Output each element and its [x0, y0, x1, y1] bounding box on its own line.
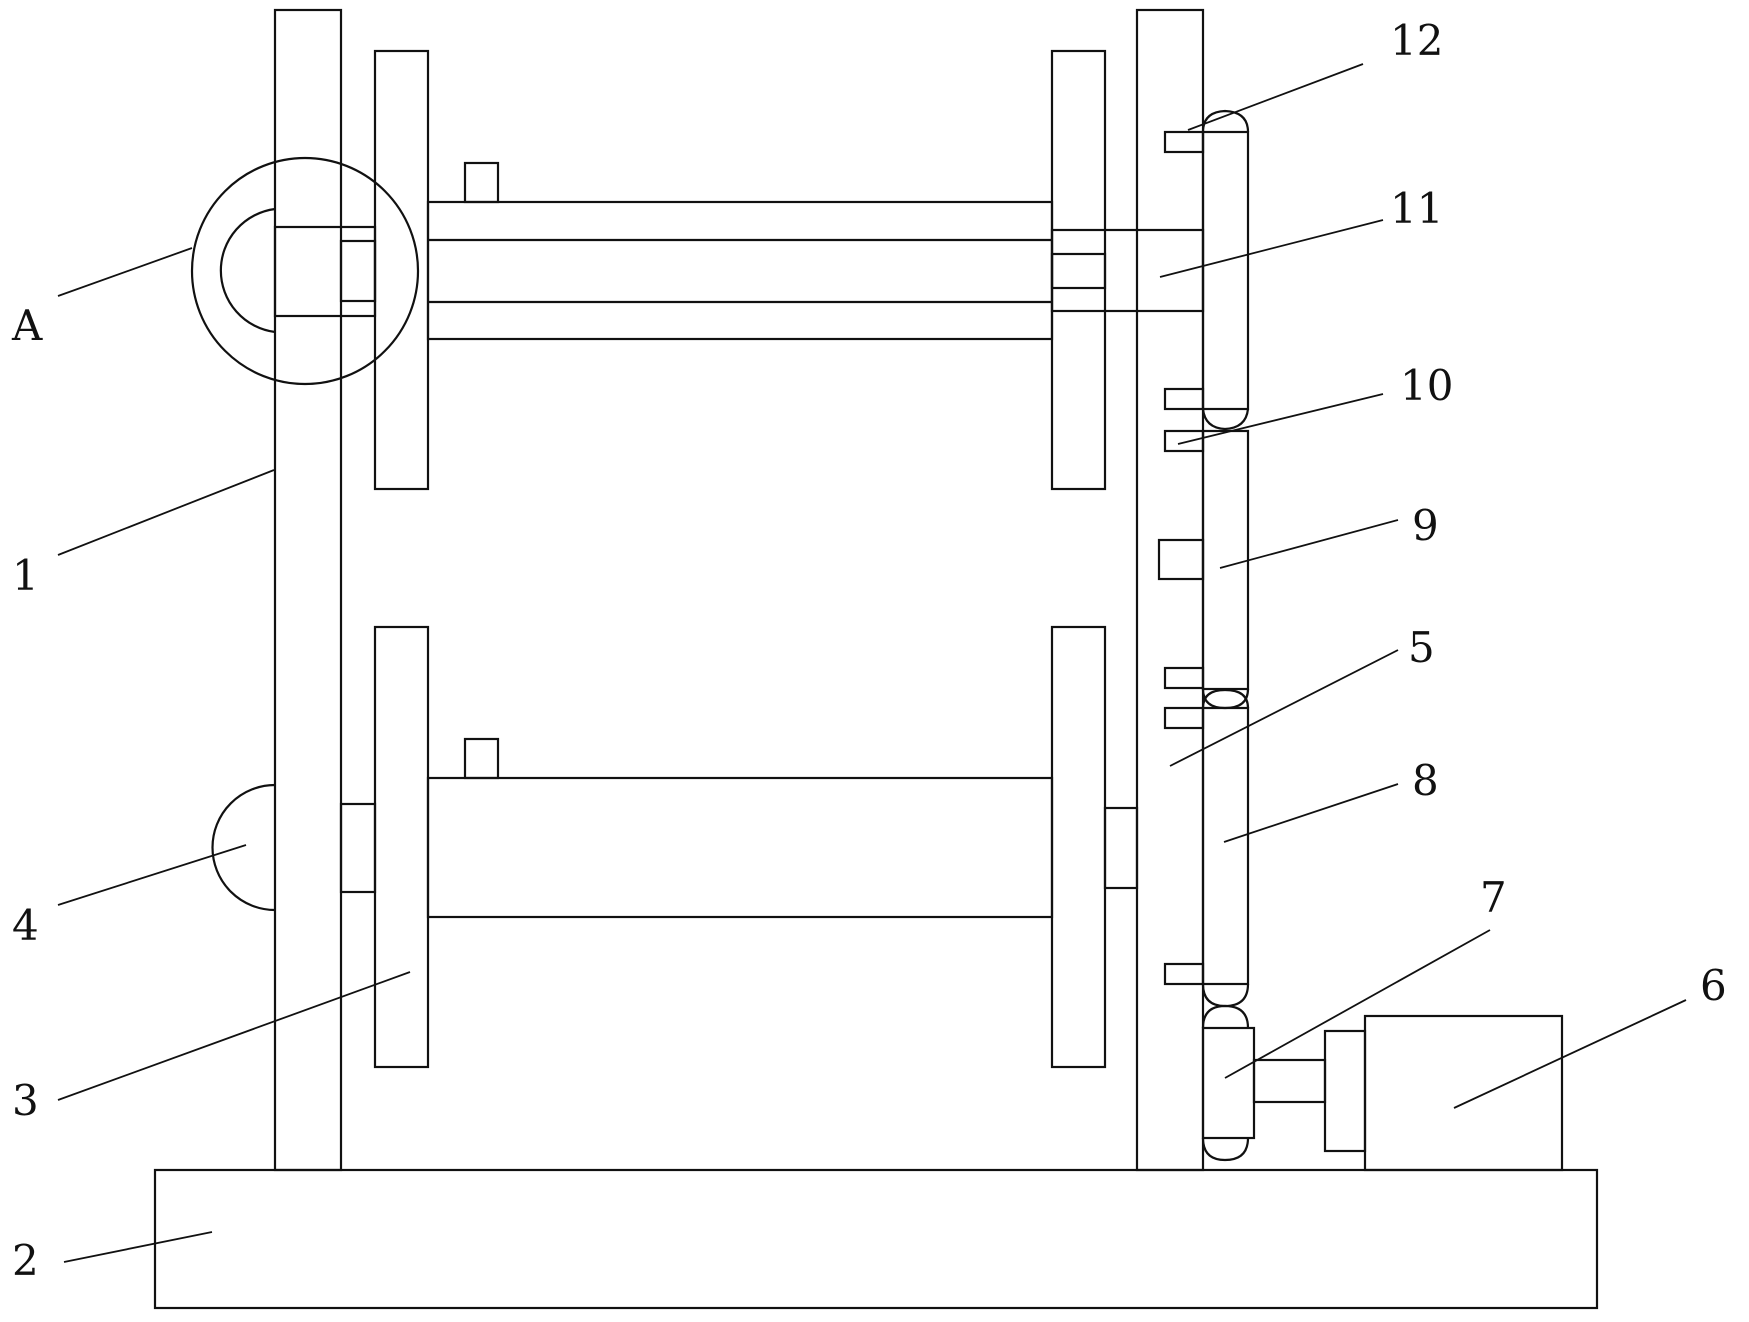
leader-line-3: [57, 971, 411, 1101]
callout-label-A: A: [11, 301, 43, 350]
callout-label-1: 1: [12, 551, 39, 600]
leader-line-2: [63, 1231, 213, 1263]
callout-label-6: 6: [1700, 961, 1727, 1010]
leader-line-9: [1219, 519, 1399, 569]
callout-label-4: 4: [12, 901, 39, 950]
leader-line-5: [1169, 649, 1399, 767]
upper-roller-assembly: [190, 49, 1205, 491]
leader-line-8: [1223, 783, 1399, 843]
callout-label-2: 2: [12, 1236, 39, 1285]
callout-labels: A 1 4 3 2 12 11 10 9 5 8 7 6: [11, 16, 1727, 1285]
detail-circle-a: [190, 156, 420, 386]
motor-6: [1363, 1014, 1564, 1172]
knob-4: [211, 783, 276, 912]
leader-line-A: [57, 247, 193, 297]
right-column-5: [1135, 8, 1205, 1172]
callout-label-7: 7: [1480, 873, 1507, 922]
base-plate-2: [153, 1168, 1599, 1310]
segment-9: [1201, 429, 1250, 691]
tab-10: [1163, 387, 1205, 411]
leader-line-7: [1224, 929, 1491, 1079]
drive-pulley-7: [1201, 1026, 1256, 1140]
callout-label-9: 9: [1412, 501, 1439, 550]
callout-label-11: 11: [1390, 184, 1443, 233]
leader-line-11: [1159, 219, 1384, 278]
leader-line-1: [57, 469, 275, 556]
segment-8: [1201, 706, 1250, 986]
leader-line-12: [1187, 63, 1364, 131]
callout-label-5: 5: [1408, 623, 1435, 672]
callout-label-12: 12: [1390, 16, 1443, 65]
coupling-11: [1050, 228, 1205, 313]
roller-plate-3: [373, 625, 430, 1069]
callout-label-8: 8: [1412, 756, 1439, 805]
leader-line-4: [57, 844, 247, 906]
lower-roller-assembly: [211, 625, 1139, 1069]
callout-label-3: 3: [12, 1076, 39, 1125]
leader-line-10: [1177, 393, 1384, 445]
leader-line-6: [1453, 999, 1687, 1109]
left-column-1: [273, 8, 343, 1172]
belt-drive: [1157, 109, 1564, 1172]
callout-label-10: 10: [1400, 361, 1453, 410]
